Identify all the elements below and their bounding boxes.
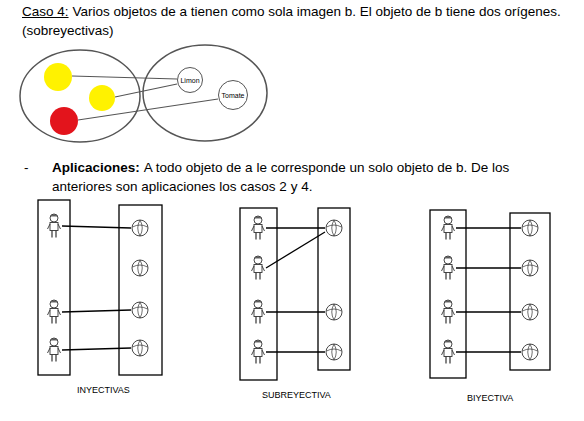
set-b <box>143 45 267 141</box>
fruit-circle: Limon <box>177 67 203 93</box>
surjective-figure <box>240 208 350 380</box>
yellow-dot <box>89 85 115 111</box>
figure-caption: SUBREYECTIVA <box>262 390 331 400</box>
fruit-circle: Tomate <box>218 80 248 110</box>
people-and-balls <box>252 216 343 364</box>
case-text: Varios objetos de a tienen como sola ima… <box>22 4 561 38</box>
paragraph: Caso 4:Varios objetos de a tienen como s… <box>22 2 572 40</box>
bijective-figure <box>430 210 550 378</box>
fruit-name: Tomate <box>222 92 245 99</box>
red-dot <box>50 107 78 135</box>
figure-caption: INYECTIVAS <box>77 385 130 395</box>
map-line <box>115 84 177 97</box>
injective-figure <box>38 200 162 375</box>
map-line <box>72 76 177 79</box>
people-and-balls <box>442 216 539 364</box>
paragraph: Aplicaciones:A todo objeto de a le corre… <box>52 158 572 196</box>
bullet-mark: - <box>24 160 29 175</box>
term-heading: Aplicaciones: <box>52 160 140 175</box>
people-and-balls <box>48 214 149 362</box>
case-heading: Caso 4: <box>22 4 69 19</box>
bullet: - <box>24 158 44 177</box>
figure-caption: BIYECTIVA <box>467 393 513 403</box>
fruit-name: Limon <box>180 77 199 84</box>
yellow-dot <box>44 63 72 91</box>
